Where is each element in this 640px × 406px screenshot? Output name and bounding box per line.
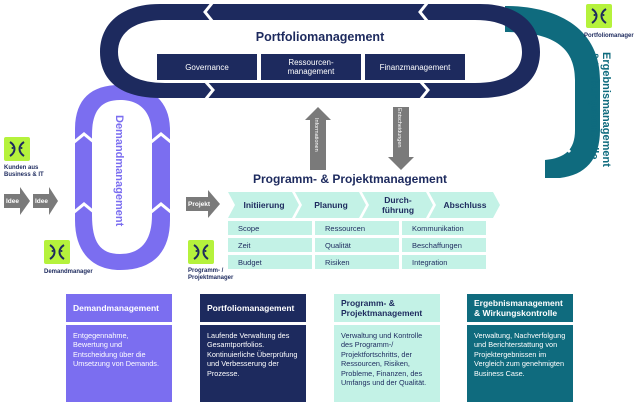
demand-loop-notch-right-top <box>149 132 173 145</box>
results-loop-label-2: & Wirkungskontrolle <box>588 52 600 160</box>
card-body: Entgegennahme, Bewertung und Entscheidun… <box>66 325 172 402</box>
area-scope: Scope <box>228 221 312 235</box>
role-customers: Kunden aus Business & IT <box>4 165 44 178</box>
ppm-areas-row: Zeit Qualität Beschaffungen <box>228 238 498 252</box>
results-loop-arrow-top <box>548 47 572 62</box>
info-label: Informationen <box>313 118 319 152</box>
ppm-title: Programm- & Projektmanagement <box>252 172 448 186</box>
portfolio-resources: Ressourcen- management <box>261 54 361 80</box>
portfolio-title: Portfoliomanagement <box>255 30 385 44</box>
portfolio-governance: Governance <box>157 54 257 80</box>
program-manager-face-icon <box>188 240 214 264</box>
ppm-areas-grid: Scope Ressourcen Kommunikation Zeit Qual… <box>228 221 498 269</box>
portfolio-loop-notch-bottom-left <box>203 80 215 101</box>
area-communication: Kommunikation <box>402 221 486 235</box>
area-time: Zeit <box>228 238 312 252</box>
area-procurement: Beschaffungen <box>402 238 486 252</box>
results-loop-label: Ergebnismanagement & Wirkungskontrolle <box>588 52 612 167</box>
phase-chevron-2 <box>295 192 366 218</box>
portfolio-finance: Finanzmanagement <box>365 54 465 80</box>
card-title: Demandmanagement <box>66 294 172 322</box>
phase-planning: Planung <box>314 200 348 210</box>
idea-label-1: Idee <box>6 197 20 205</box>
card-body: Verwaltung und Kontrolle des Programm-/ … <box>334 325 440 402</box>
role-program-manager: Programm- / Projektmanager <box>188 268 234 281</box>
project-arrow <box>186 190 220 218</box>
portfolio-manager-face-icon <box>586 4 612 28</box>
project-label: Projekt <box>188 200 211 208</box>
idea-arrow-1 <box>4 187 30 215</box>
demand-loop-notch-right-bottom <box>149 202 173 215</box>
demand-loop <box>75 85 170 270</box>
ppm-areas-row: Scope Ressourcen Kommunikation <box>228 221 498 235</box>
phase-chevron-1 <box>228 192 299 218</box>
portfolio-loop <box>100 4 540 98</box>
card-body: Laufende Verwaltung des Gesamtportfolios… <box>200 325 306 402</box>
phase-chevron-4 <box>429 192 500 218</box>
card-demand: Demandmanagement Entgegennahme, Bewertun… <box>66 294 172 402</box>
results-loop-label-1: Ergebnismanagement <box>600 52 612 167</box>
decision-label: Entscheidungen <box>396 108 402 148</box>
area-resources: Ressourcen <box>315 221 399 235</box>
phase-execution: Durch- führung <box>381 195 415 215</box>
portfolio-loop-notch-top-left <box>203 1 215 23</box>
area-budget: Budget <box>228 255 312 269</box>
role-demand-manager: Demandmanager <box>44 269 93 275</box>
decision-arrow <box>388 107 414 170</box>
demand-loop-notch-left-top <box>72 132 96 145</box>
area-quality: Qualität <box>315 238 399 252</box>
card-title: Programm- & Projektmanagement <box>334 294 440 322</box>
area-risks: Risiken <box>315 255 399 269</box>
idea-label-2: Idee <box>35 197 49 205</box>
card-ppm: Programm- & Projektmanagement Verwaltung… <box>334 294 440 402</box>
card-title: Portfoliomanagement <box>200 294 306 322</box>
card-results: Ergebnismanagement & Wirkungskontrolle V… <box>467 294 573 402</box>
phase-initiation: Initiierung <box>243 200 285 210</box>
card-title: Ergebnismanagement & Wirkungskontrolle <box>467 294 573 322</box>
role-portfolio-manager: Portfoliomanager <box>584 33 634 39</box>
results-loop <box>505 6 600 178</box>
demand-manager-face-icon <box>44 240 70 264</box>
phase-closing: Abschluss <box>443 200 487 210</box>
info-arrow <box>305 107 331 170</box>
customer-face-icon <box>4 137 30 161</box>
demand-loop-notch-left-bottom <box>72 202 96 215</box>
phase-chevron-3 <box>362 192 433 218</box>
portfolio-loop-notch-top-right <box>418 1 430 23</box>
results-loop-arrow-bottom <box>548 139 572 154</box>
card-portfolio: Portfoliomanagement Laufende Verwaltung … <box>200 294 306 402</box>
portfolio-loop-notch-bottom-right <box>418 80 430 101</box>
area-integration: Integration <box>402 255 486 269</box>
demand-loop-label: Demandmanagement <box>113 115 125 227</box>
idea-arrow-2 <box>33 187 58 215</box>
ppm-areas-row: Budget Risiken Integration <box>228 255 498 269</box>
card-body: Verwaltung, Nachverfolgung und Berichter… <box>467 325 573 402</box>
